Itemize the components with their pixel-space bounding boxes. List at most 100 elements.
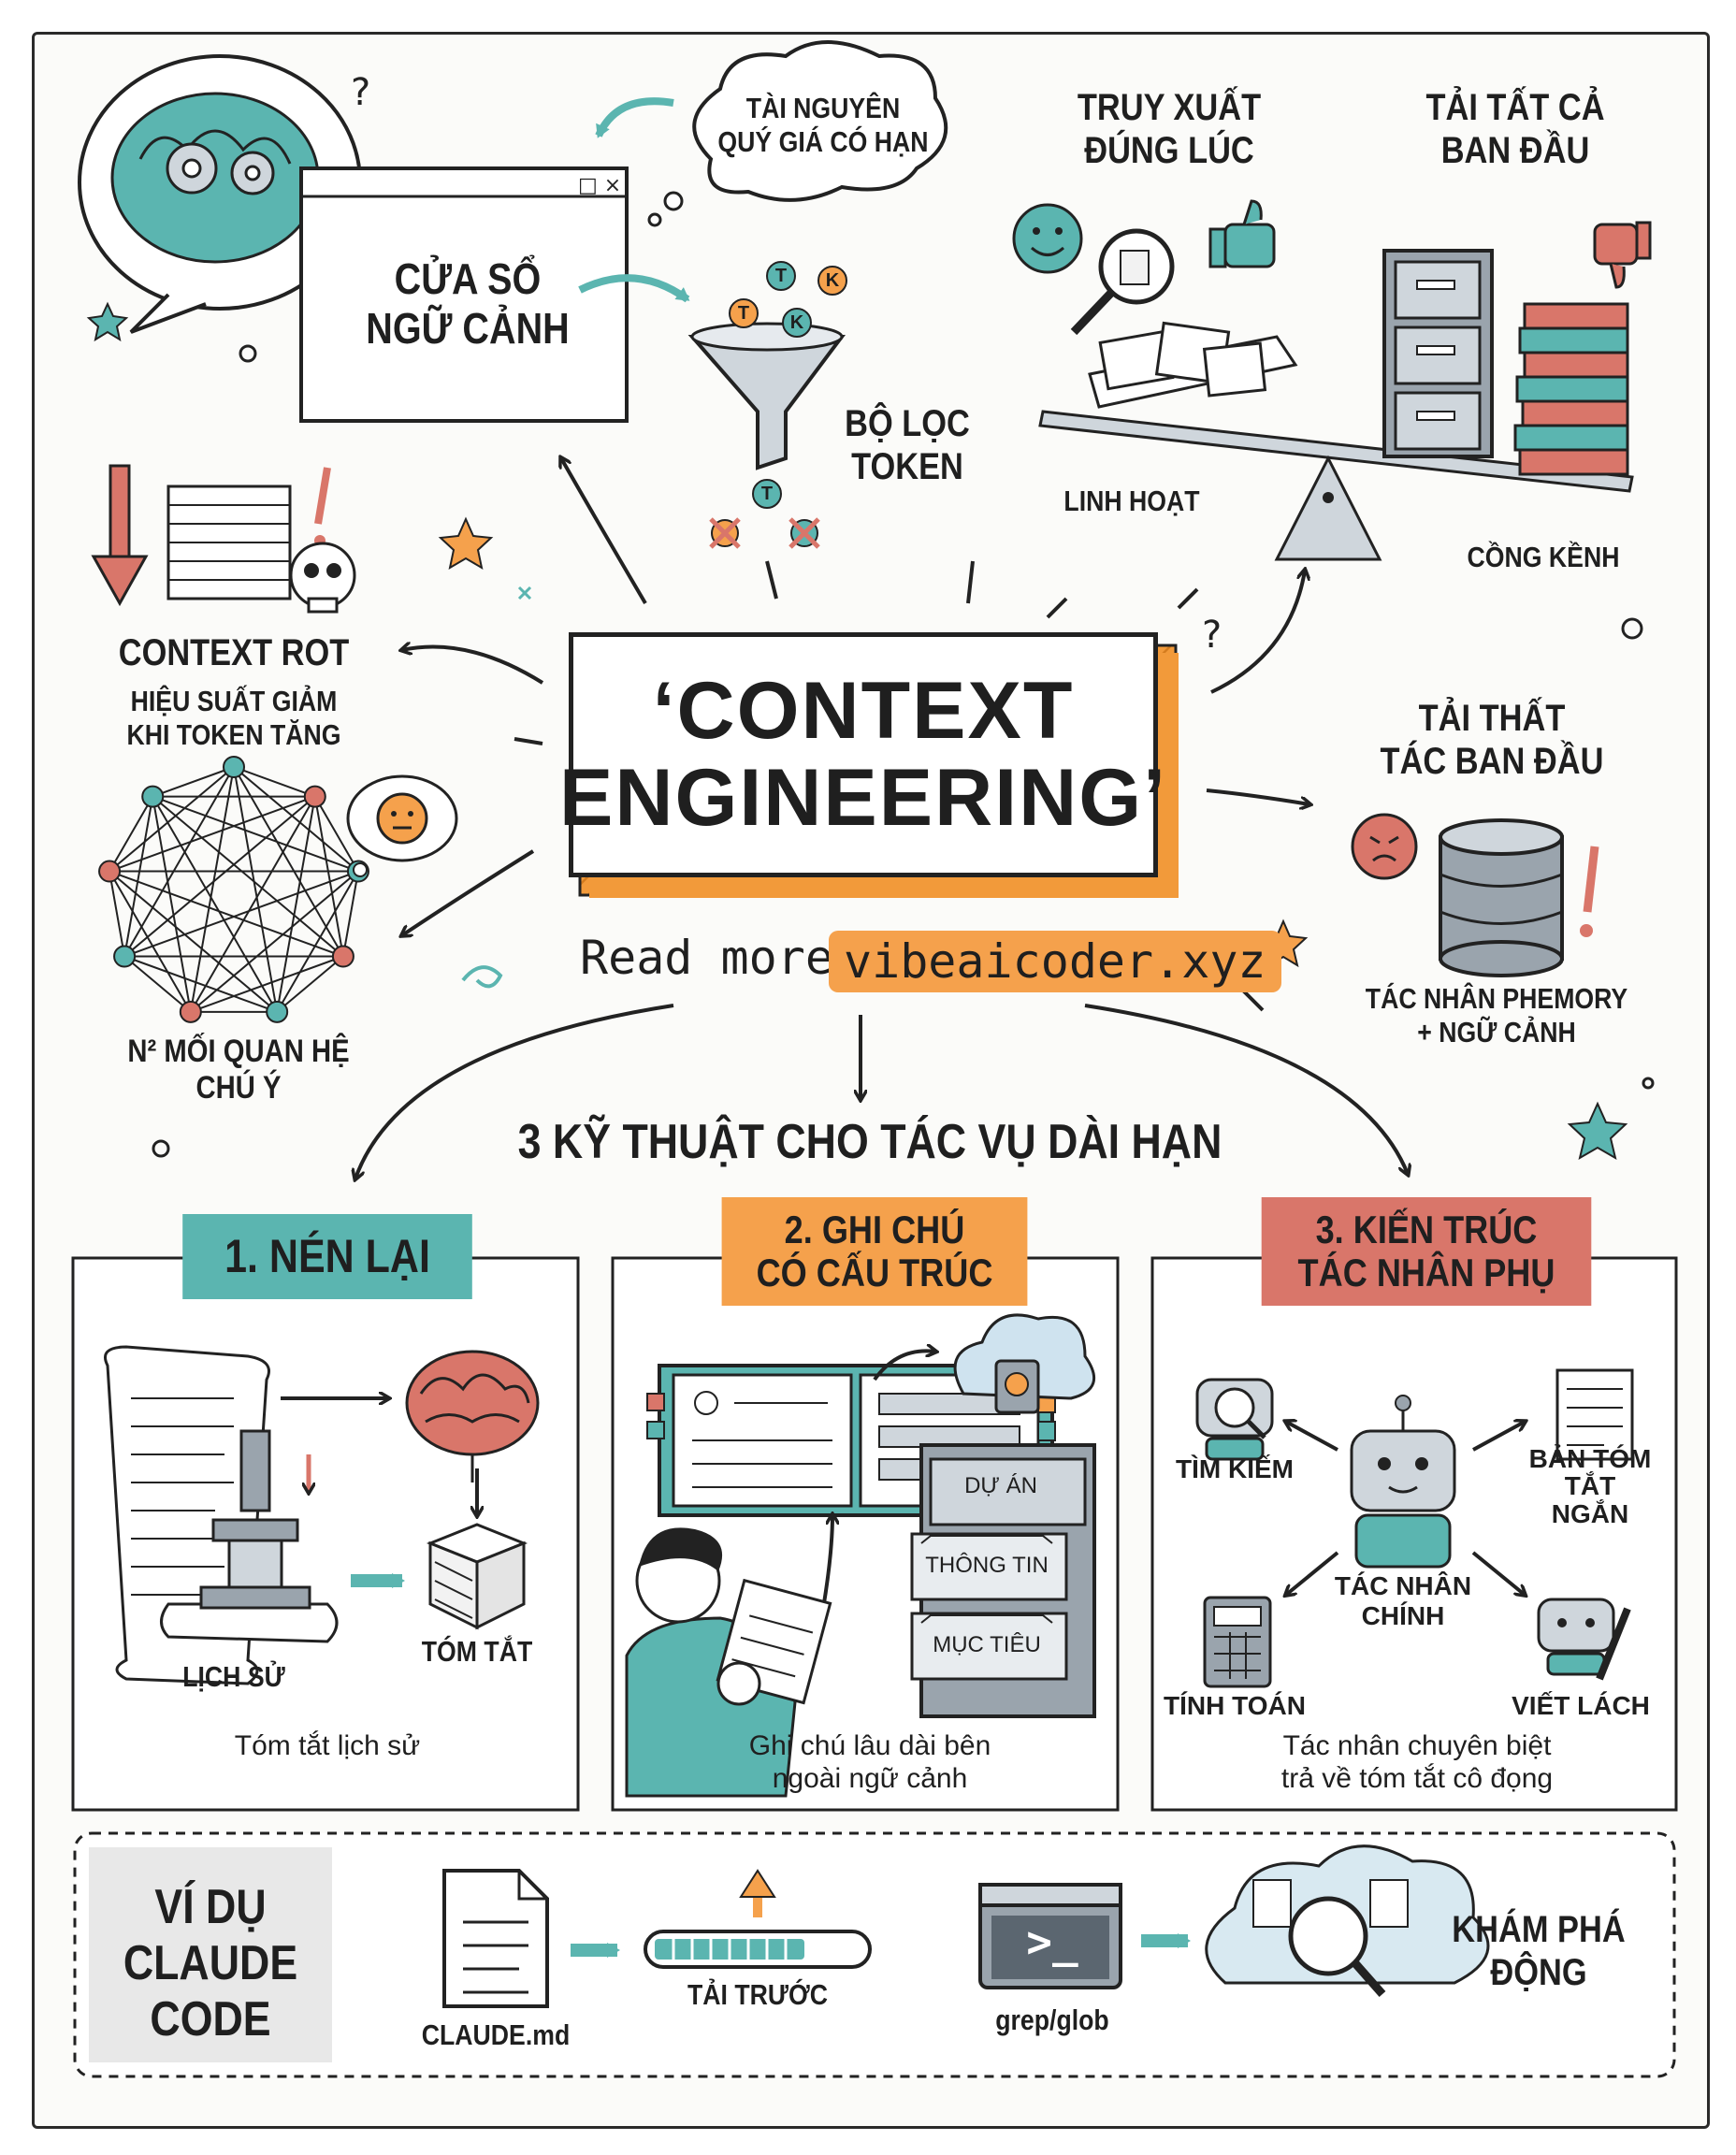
network-edge xyxy=(313,796,344,957)
token-balls xyxy=(709,261,847,549)
technique-3-tag: 3. KIẾN TRÚC TÁC NHÂN PHỤ xyxy=(1261,1197,1592,1307)
example-tag-line-2: CLAUDE xyxy=(123,1935,298,1990)
network-edge xyxy=(108,871,192,1013)
robot-main-icon xyxy=(1350,1395,1456,1569)
technique-3-caption: Tác nhân chuyên biệt trả về tóm tắt cô đ… xyxy=(1216,1730,1618,1795)
precious-resource-line-1: TÀI NGUYÊN xyxy=(745,92,901,124)
network-node xyxy=(113,945,137,968)
attention-line-2: CHÚ Ý xyxy=(195,1070,282,1106)
example-tag-line-1: VÍ DỤ xyxy=(154,1880,267,1934)
network-node xyxy=(141,785,165,808)
person-writing-icon xyxy=(625,1527,832,1798)
grep-label: grep/glob xyxy=(995,2003,1109,2036)
technique-2-tag-line-2: CÓ CẤU TRÚC xyxy=(756,1251,993,1295)
claude-md-label: CLAUDE.md xyxy=(421,2018,571,2051)
network-edge xyxy=(341,871,359,957)
calculate-label: TÍNH TOÁN xyxy=(1164,1691,1306,1720)
network-edge xyxy=(233,766,359,873)
cloud-drive-icon xyxy=(953,1313,1095,1414)
info-label: THÔNG TIN xyxy=(925,1553,1049,1578)
load-failure-line-2: TÁC BAN ĐẦU xyxy=(1380,741,1604,782)
summary-label: TÓM TẮT xyxy=(421,1635,533,1668)
question-mark-2: ? xyxy=(1202,614,1222,657)
network-edge xyxy=(152,795,359,873)
bulky-label: CỒNG KỀNH xyxy=(1467,541,1620,573)
load-all-label: TẢI TẤT CẢ BAN ĐẦU xyxy=(1395,86,1636,172)
database-icon xyxy=(1439,818,1599,977)
smiley-icon xyxy=(1012,203,1083,274)
context-rot-desc: HIỆU SUẤT GIẢM KHI TOKEN TĂNG xyxy=(109,685,359,751)
arrow-notebook-cloud xyxy=(873,1351,935,1381)
just-in-time-line-1: TRUY XUẤT xyxy=(1077,87,1262,128)
network-edge xyxy=(152,796,279,1013)
terminal-icon xyxy=(978,1883,1122,1989)
paper-stack-rot-icon xyxy=(166,467,331,600)
example-tag-line-3: CODE xyxy=(150,1991,271,2047)
memory-agent-label: TÁC NHÂN PHEMORY + NGỮ CẢNH xyxy=(1352,982,1642,1049)
thumbs-up-icon xyxy=(1208,199,1276,268)
explore-line-1: KHÁM PHÁ xyxy=(1452,1909,1626,1950)
network-node xyxy=(303,785,326,808)
network-edge xyxy=(123,955,192,1013)
brief-summary-label: BẢN TÓM TẮT NGẮN xyxy=(1515,1445,1665,1528)
technique-3-tag-line-2: TÁC NHÂN PHỤ xyxy=(1297,1251,1555,1295)
network-edge xyxy=(123,796,154,957)
robot-search-icon xyxy=(1195,1378,1274,1461)
technique-2-tag-line-1: 2. GHI CHÚ xyxy=(784,1208,965,1251)
just-in-time-label: TRUY XUẤT ĐÚNG LÚC xyxy=(1049,86,1290,172)
network-node xyxy=(223,756,245,778)
network-edge xyxy=(276,955,344,1013)
network-edge xyxy=(233,766,279,1013)
magnifier-icon xyxy=(1070,228,1175,336)
example-tag-bg xyxy=(89,1847,332,2062)
token-filter-label: BỘ LỌC TOKEN xyxy=(827,402,988,488)
brain-icon xyxy=(405,1350,540,1482)
document-summary-icon xyxy=(1555,1368,1634,1461)
network-edge xyxy=(108,766,235,873)
just-in-time-line-2: ĐÚNG LÚC xyxy=(1084,130,1254,171)
brain-gears-icon xyxy=(78,54,362,334)
explore-line-2: ĐỘNG xyxy=(1490,1952,1587,1993)
decorative-marks xyxy=(152,344,1655,1158)
network-edge xyxy=(123,955,278,1013)
read-more-label: Read more: xyxy=(580,931,862,985)
network-node xyxy=(331,945,354,968)
search-label: TÌM KIẾM xyxy=(1176,1454,1294,1483)
context-rot-line-1: HIỆU SUẤT GIẢM xyxy=(130,685,338,717)
token-3: T xyxy=(737,303,750,324)
example-tag: VÍ DỤ CLAUDE CODE xyxy=(110,1880,311,2047)
attention-label: N² MỐI QUAN HỆ CHÚ Ý xyxy=(109,1034,367,1106)
network-edge xyxy=(233,766,316,798)
question-mark: ? xyxy=(351,71,370,114)
network-edge xyxy=(190,955,344,1013)
technique-3-tag-line-1: 3. KIẾN TRÚC xyxy=(1315,1208,1538,1251)
funnel-icon xyxy=(687,322,846,470)
cube-icon xyxy=(426,1523,528,1630)
main-agent-line-2: CHÍNH xyxy=(1361,1601,1445,1631)
technique-2-caption-line-1: Ghi chú lâu dài bên xyxy=(748,1730,991,1761)
read-more-link[interactable]: vibeaicoder.xyz xyxy=(829,931,1281,992)
preload-label: TẢI TRƯỚC xyxy=(687,1978,828,2011)
network-edge xyxy=(108,871,126,957)
history-label: LỊCH SỬ xyxy=(182,1660,285,1693)
confused-face-icon xyxy=(346,774,458,877)
document-icon xyxy=(442,1869,549,2008)
network-edge xyxy=(123,795,316,958)
context-window-label: CỬA SỔ NGỮ CẢNH xyxy=(339,254,596,354)
svg-text:_ □ ×: _ □ × xyxy=(560,174,621,197)
precious-resource-label: TÀI NGUYÊN QUÝ GIÁ CÓ HẠN xyxy=(711,92,936,158)
network-edge xyxy=(108,870,344,958)
window-icon: _ □ × xyxy=(299,166,629,423)
project-label: DỰ ÁN xyxy=(964,1473,1037,1498)
network-edge xyxy=(152,766,235,798)
technique-1-tag: 1. NÉN LẠI xyxy=(182,1214,472,1299)
load-all-line-1: TẢI TẤT CẢ xyxy=(1425,87,1605,128)
arrow-person-notebook xyxy=(821,1515,832,1610)
load-failure-line-1: TẢI THẤT xyxy=(1418,698,1566,739)
paper-stack-icon xyxy=(1088,321,1298,409)
down-arrow-icon xyxy=(91,464,149,607)
title-line-2: ENGINEERING’ xyxy=(559,753,1167,843)
title-box-bottom xyxy=(578,873,1176,897)
precious-resource-line-2: QUÝ GIÁ CÓ HẠN xyxy=(717,124,929,158)
